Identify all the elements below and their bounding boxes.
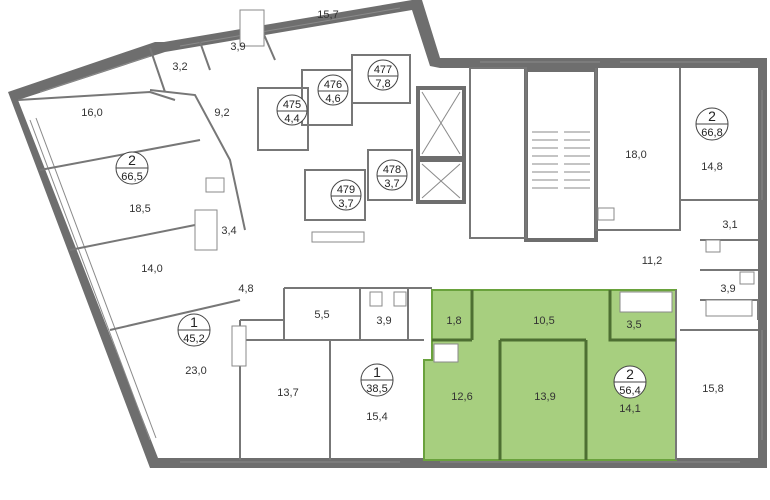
apartment-area: 56,4 [619,385,640,397]
room-area: 12,6 [451,391,472,403]
room-area: 23,0 [185,365,206,377]
room-area: 10,5 [533,315,554,327]
room-area: 11,2 [642,255,663,267]
apartment-area: 66,8 [701,127,722,139]
apartment-rooms: 2 [626,366,634,382]
room-area: 3,1 [722,219,737,231]
room-area: 3,4 [221,225,236,237]
room-area: 3,9 [376,315,391,327]
storage-number: 477 [374,64,392,76]
storage-badge-476[interactable]: 476 4,6 [317,74,349,106]
window-marks [29,7,763,463]
room-area: 18,5 [129,203,150,215]
room-area: 3,5 [626,319,641,331]
interior-walls [17,29,759,460]
apartment-rooms: 1 [373,364,381,380]
room-area: 9,2 [214,107,229,119]
room-area: 3,9 [720,283,735,295]
apartment-badge-5[interactable]: 2 56,4 [613,365,647,399]
apartment-badge-2[interactable]: 2 66,8 [695,107,729,141]
apartment-rooms: 2 [708,108,716,124]
apartment-area: 45,2 [183,333,204,345]
room-area: 14,1 [619,403,640,415]
apartment-area: 38,5 [366,383,387,395]
room-area: 13,7 [277,387,298,399]
storage-badge-475[interactable]: 475 4,4 [276,94,308,126]
storage-badge-478[interactable]: 478 3,7 [376,159,408,191]
elevator-shaft-2 [416,158,466,204]
room-area: 15,7 [317,9,338,21]
storage-badge-477[interactable]: 477 7,8 [367,59,399,91]
room-area: 13,9 [534,391,555,403]
room-area: 18,0 [625,149,646,161]
room-area: 3,2 [172,61,187,73]
apartment-rooms: 1 [190,314,198,330]
apartment-area: 66,5 [121,171,142,183]
stair-steps [532,131,590,189]
apartment-badge-3[interactable]: 1 45,2 [177,313,211,347]
room-area: 3,9 [230,41,245,53]
east-outer-wall [758,58,767,468]
room-area: 14,8 [701,161,722,173]
room-area: 1,8 [446,315,461,327]
room-area: 14,0 [141,263,162,275]
storage-badge-479[interactable]: 479 3,7 [330,179,362,211]
storage-number: 475 [283,99,301,111]
staircase [524,68,598,242]
building-outline [8,0,767,468]
storage-area: 4,4 [284,113,299,125]
storage-area: 4,6 [325,93,340,105]
storage-number: 479 [337,184,355,196]
storage-number: 476 [324,79,342,91]
room-area: 15,8 [702,383,723,395]
room-area-labels: 15,7 3,9 3,2 16,0 9,2 18,5 3,4 14,0 4,8 … [81,9,737,423]
room-area: 4,8 [238,283,253,295]
storage-number: 478 [383,164,401,176]
bathroom-fixtures [194,9,755,367]
room-area: 16,0 [81,107,102,119]
room-area: 15,4 [366,411,387,423]
apartment-rooms: 2 [128,152,136,168]
apartment-badge-4[interactable]: 1 38,5 [360,363,394,397]
apartment-badge-1[interactable]: 2 66,5 [115,151,149,185]
room-area: 5,5 [314,309,329,321]
storage-area: 7,8 [375,78,390,90]
storage-area: 3,7 [338,198,353,210]
storage-area: 3,7 [384,178,399,190]
